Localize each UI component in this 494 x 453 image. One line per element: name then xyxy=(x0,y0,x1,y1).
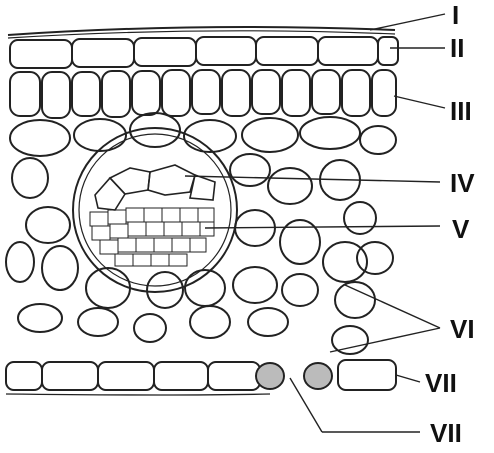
label-spongy-mesophyll: VI xyxy=(450,316,475,342)
label-upper-epidermis: II xyxy=(450,35,464,61)
upper-epidermis-layer xyxy=(10,37,398,68)
palisade-mesophyll-layer xyxy=(10,70,396,118)
label-phloem: V xyxy=(452,216,469,242)
xylem-cells xyxy=(95,165,215,210)
lower-epidermis-layer xyxy=(6,360,396,390)
label-cuticle: I xyxy=(452,2,459,28)
label-stomata: VII xyxy=(430,420,462,446)
label-lower-epidermis: VII xyxy=(425,370,457,396)
label-palisade-mesophyll: III xyxy=(450,98,472,124)
label-xylem: IV xyxy=(450,170,475,196)
vascular-bundle xyxy=(73,128,237,292)
phloem-cells xyxy=(90,208,214,266)
